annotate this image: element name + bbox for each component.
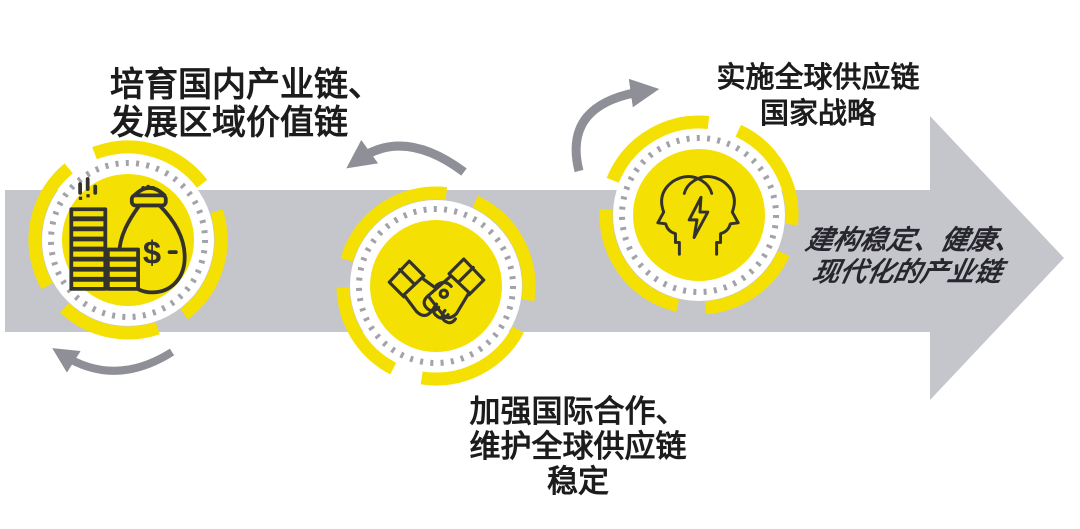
step-2-label-line-2: 维护全球供应链 bbox=[469, 429, 687, 464]
profile-heads-lightning-icon bbox=[656, 175, 740, 256]
step-2-label: 加强国际合作、 维护全球供应链 稳定 bbox=[418, 394, 738, 499]
result-caption-line-1: 建构稳定、健康、 bbox=[803, 225, 1026, 255]
step-3-badge-outer-ring bbox=[599, 115, 799, 315]
step-2-label-line-1: 加强国际合作、 bbox=[469, 394, 687, 429]
step-1-badge-dotted-ring bbox=[48, 160, 208, 320]
result-caption: 建构稳定、健康、 现代化的产业链 bbox=[759, 224, 1063, 288]
step-3-label-line-1: 实施全球供应链 bbox=[716, 62, 920, 94]
step-3-badge-dotted-ring bbox=[619, 135, 779, 295]
lightning-bolt bbox=[687, 195, 710, 240]
step-1-badge: $ bbox=[28, 140, 228, 340]
cycle-arrow-up-right bbox=[571, 78, 660, 173]
step-1-label: 培育国内产业链、 发展区域价值链 bbox=[110, 66, 440, 142]
step-1-label-line-1: 培育国内产业链、 bbox=[110, 66, 382, 104]
main-flow-arrow-shape bbox=[5, 116, 1064, 400]
step-3-label-line-2: 国家战略 bbox=[759, 98, 876, 130]
step-1-label-line-2: 发展区域价值链 bbox=[110, 104, 348, 142]
cycle-arrow-bottom-left bbox=[52, 348, 175, 375]
step-3-badge bbox=[599, 115, 799, 315]
step-2-label-line-3: 稳定 bbox=[547, 464, 609, 499]
coins-and-money-bag-icon: $ bbox=[69, 177, 187, 295]
dollar-sign: $ bbox=[143, 233, 161, 270]
step-2-badge-dotted-ring bbox=[356, 206, 516, 366]
coin-stack-tall bbox=[69, 207, 108, 291]
result-caption-line-2: 现代化的产业链 bbox=[809, 257, 1006, 287]
step-2-badge bbox=[336, 186, 536, 386]
coin-stack-short bbox=[105, 247, 140, 291]
handshake-icon bbox=[387, 257, 486, 325]
step-3-badge-inner-circle bbox=[633, 149, 765, 281]
step-3-label: 实施全球供应链 国家战略 bbox=[663, 60, 973, 132]
cycle-arrow-top-middle bbox=[346, 139, 467, 176]
